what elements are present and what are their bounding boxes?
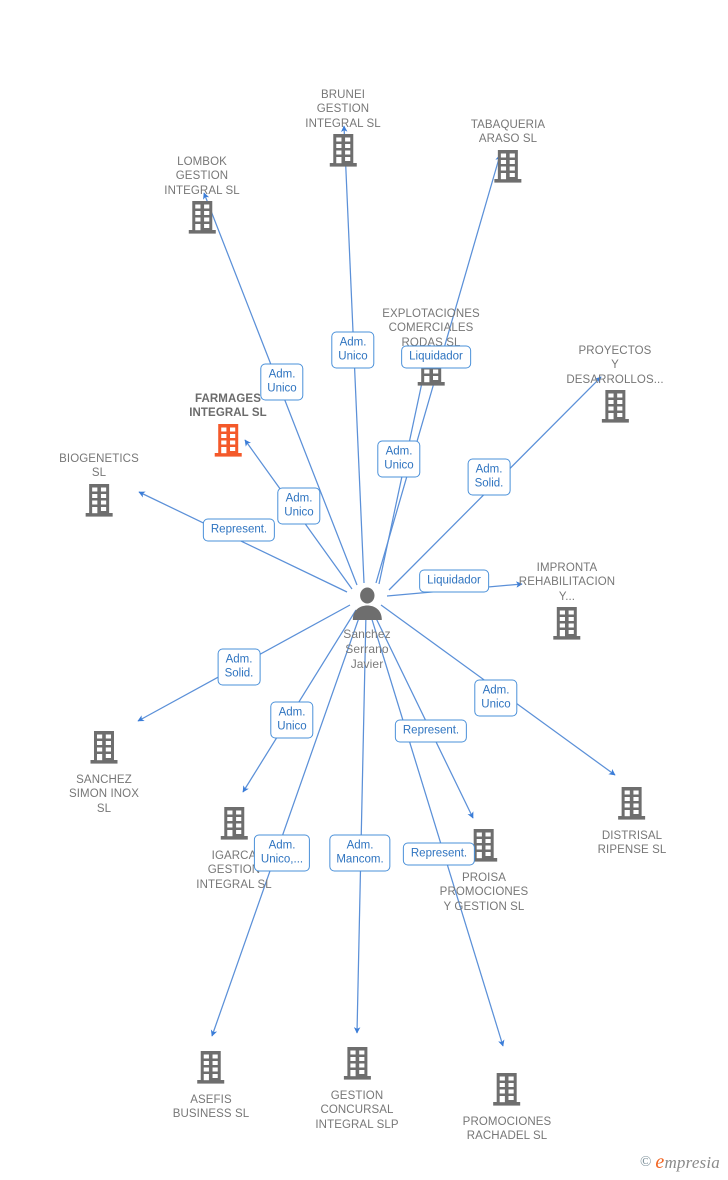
edge-label-asefis[interactable]: Adm. Unico,... bbox=[253, 834, 311, 872]
company-node-label: DISTRISAL RIPENSE SL bbox=[597, 830, 667, 857]
company-node-lombok[interactable]: LOMBOK GESTION INTEGRAL SL bbox=[164, 155, 240, 241]
company-node-label: FARMAGES INTEGRAL SL bbox=[189, 393, 267, 420]
building-icon bbox=[598, 786, 667, 827]
brand-name: empresia bbox=[655, 1151, 720, 1174]
edge-label-tabaqueria[interactable]: Adm. Unico bbox=[377, 440, 421, 478]
building-icon bbox=[566, 389, 663, 430]
company-node-gestionconc[interactable]: GESTION CONCURSAL INTEGRAL SLP bbox=[315, 1046, 399, 1132]
edge-label-sanchezsimon[interactable]: Adm. Solid. bbox=[217, 648, 261, 686]
building-icon bbox=[69, 730, 139, 771]
edge-asefis bbox=[210, 611, 362, 1037]
building-icon bbox=[519, 606, 615, 647]
company-node-proyectos[interactable]: PROYECTOS Y DESARROLLOS... bbox=[566, 344, 664, 430]
building-icon bbox=[440, 828, 529, 869]
company-node-brunei[interactable]: BRUNEI GESTION INTEGRAL SL bbox=[305, 88, 381, 174]
center-person-node[interactable]: Sanchez Serrano Javier bbox=[343, 586, 391, 672]
edge-label-proisa[interactable]: Represent. bbox=[394, 719, 468, 743]
building-icon bbox=[173, 1050, 250, 1091]
copyright-icon: © bbox=[639, 1154, 652, 1170]
company-node-sanchezsimon[interactable]: SANCHEZ SIMON INOX SL bbox=[69, 730, 139, 816]
edge-label-rachadel[interactable]: Represent. bbox=[402, 842, 476, 866]
company-node-impronta[interactable]: IMPRONTA REHABILITACION Y... bbox=[519, 561, 615, 647]
building-icon bbox=[164, 200, 239, 241]
company-node-label: BRUNEI GESTION INTEGRAL SL bbox=[305, 89, 381, 130]
edge-biogenetics bbox=[138, 491, 348, 593]
company-node-tabaqueria[interactable]: TABAQUERIA ARASO SL bbox=[471, 118, 545, 190]
building-icon bbox=[471, 149, 545, 190]
building-icon bbox=[315, 1046, 398, 1087]
brand-rest: mpresia bbox=[664, 1153, 720, 1172]
edge-label-brunei[interactable]: Adm. Unico bbox=[331, 331, 375, 369]
building-icon bbox=[463, 1072, 552, 1113]
edge-label-gestionconc[interactable]: Adm. Mancom. bbox=[329, 834, 391, 872]
building-icon bbox=[305, 133, 380, 174]
company-node-label: IGARCA GESTION INTEGRAL SL bbox=[196, 850, 272, 891]
building-icon bbox=[59, 483, 139, 524]
edge-label-impronta[interactable]: Liquidador bbox=[419, 569, 489, 593]
company-node-asefis[interactable]: ASEFIS BUSINESS SL bbox=[173, 1050, 250, 1122]
edge-gestionconc bbox=[353, 612, 367, 1034]
company-node-label: ASEFIS BUSINESS SL bbox=[172, 1094, 250, 1121]
person-icon bbox=[343, 586, 390, 625]
edge-label-explotaciones[interactable]: Liquidador bbox=[401, 345, 471, 369]
company-node-label: BIOGENETICS SL bbox=[59, 453, 139, 480]
company-node-label: EXPLOTACIONES COMERCIALES RODAS SL bbox=[382, 308, 480, 349]
company-node-biogenetics[interactable]: BIOGENETICS SL bbox=[59, 452, 139, 524]
edge-label-igarca[interactable]: Adm. Unico bbox=[270, 701, 314, 739]
center-node-label: Sanchez Serrano Javier bbox=[343, 627, 391, 671]
edge-label-distrisal[interactable]: Adm. Unico bbox=[474, 679, 518, 717]
company-node-farmages[interactable]: FARMAGES INTEGRAL SL bbox=[189, 392, 267, 464]
edge-label-biogenetics[interactable]: Represent. bbox=[202, 518, 276, 542]
edge-label-proyectos[interactable]: Adm. Solid. bbox=[467, 458, 511, 496]
edge-proisa bbox=[372, 611, 474, 819]
company-node-label: TABAQUERIA ARASO SL bbox=[470, 119, 546, 146]
edge-igarca bbox=[242, 609, 357, 793]
edge-label-farmages[interactable]: Adm. Unico bbox=[277, 487, 321, 525]
company-node-label: PROISA PROMOCIONES Y GESTION SL bbox=[439, 872, 529, 913]
building-icon bbox=[189, 423, 267, 464]
company-node-label: GESTION CONCURSAL INTEGRAL SLP bbox=[315, 1090, 399, 1131]
company-node-distrisal[interactable]: DISTRISAL RIPENSE SL bbox=[598, 786, 667, 858]
brand-initial: e bbox=[655, 1151, 665, 1173]
company-node-rachadel[interactable]: PROMOCIONES RACHADEL SL bbox=[463, 1072, 552, 1144]
company-node-label: PROMOCIONES RACHADEL SL bbox=[462, 1116, 552, 1143]
company-node-label: LOMBOK GESTION INTEGRAL SL bbox=[164, 156, 240, 197]
company-node-label: IMPRONTA REHABILITACION Y... bbox=[518, 562, 616, 603]
building-icon bbox=[196, 806, 271, 847]
empresia-watermark: © empresia bbox=[640, 1151, 720, 1174]
company-node-label: SANCHEZ SIMON INOX SL bbox=[68, 774, 140, 815]
company-node-igarca[interactable]: IGARCA GESTION INTEGRAL SL bbox=[196, 806, 272, 892]
company-node-proisa[interactable]: PROISA PROMOCIONES Y GESTION SL bbox=[440, 828, 529, 914]
edge-label-lombok[interactable]: Adm. Unico bbox=[260, 363, 304, 401]
company-node-label: PROYECTOS Y DESARROLLOS... bbox=[566, 345, 664, 386]
edge-rachadel bbox=[369, 612, 505, 1047]
